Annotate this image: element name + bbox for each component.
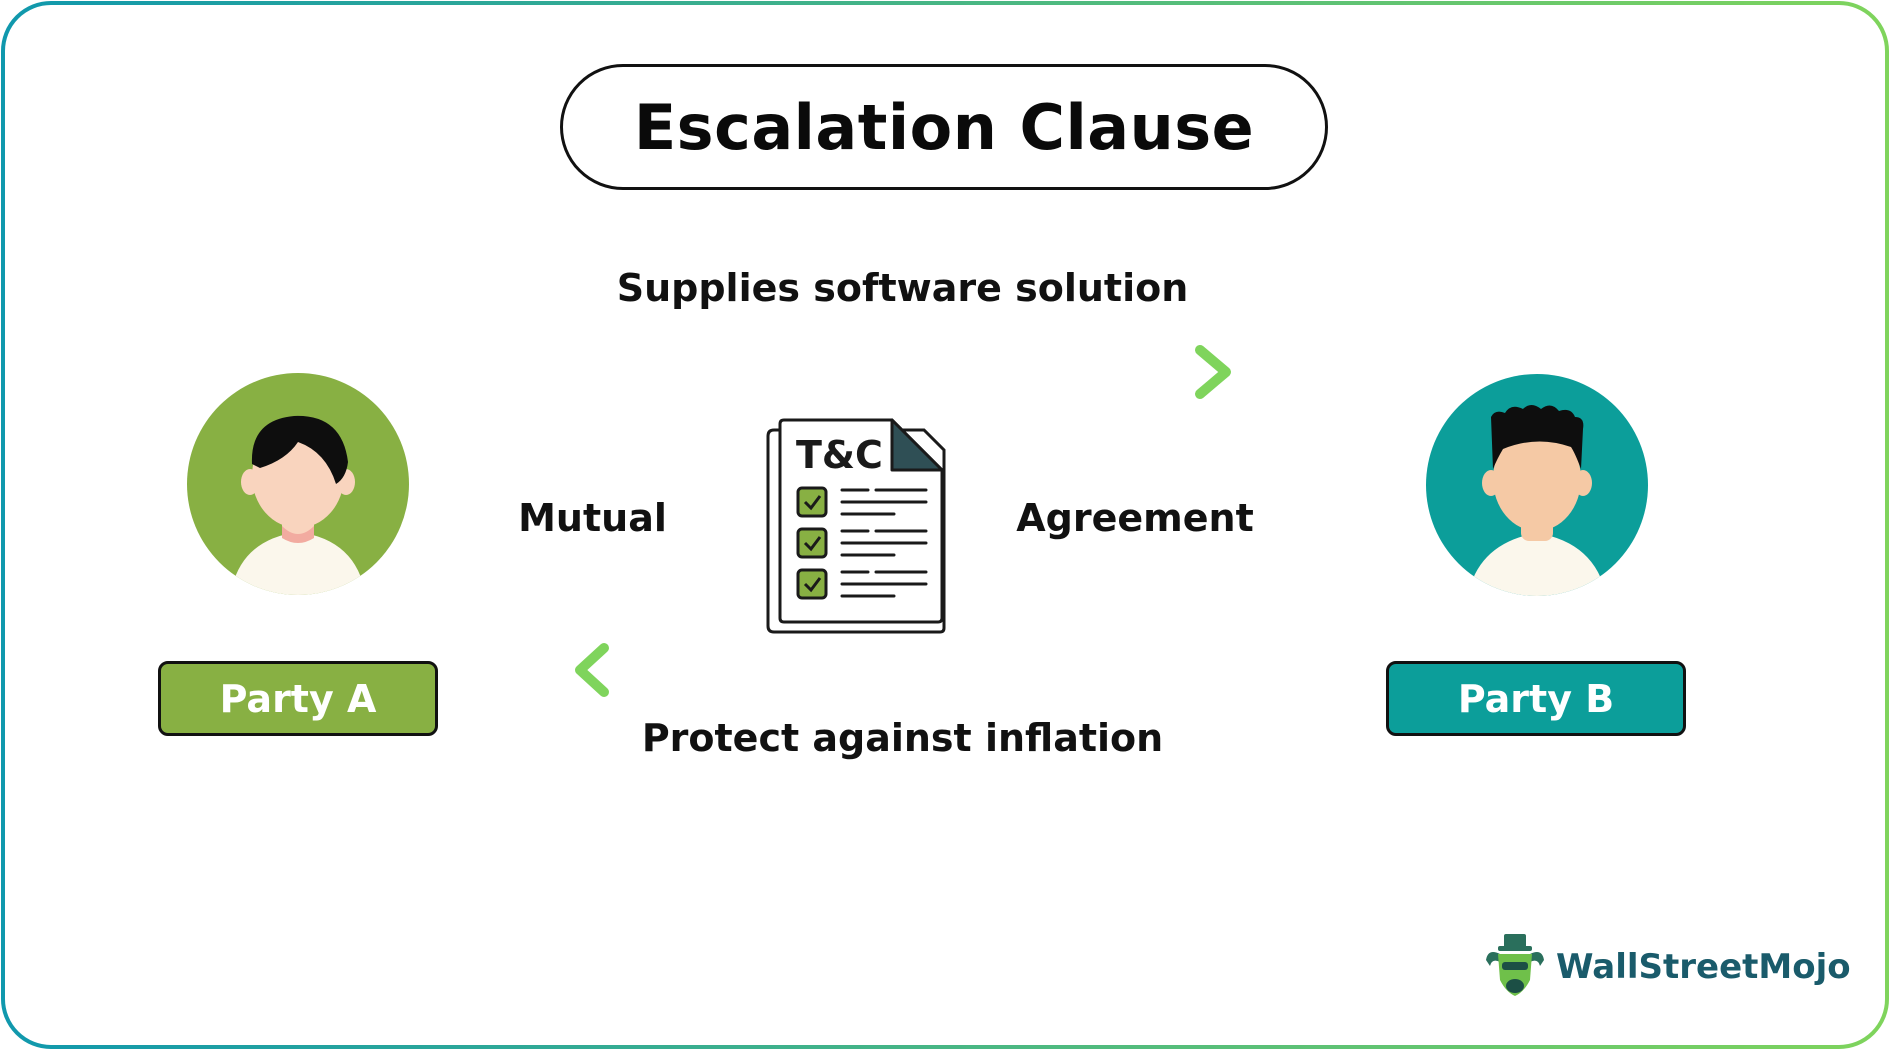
document-text-lines <box>840 488 928 598</box>
party-b-badge: Party B <box>1386 661 1686 736</box>
top-arrow-label: Supplies software solution <box>616 266 1189 310</box>
checklist <box>796 486 828 600</box>
terms-and-conditions-document-icon: T&C <box>766 418 946 634</box>
top-arrow <box>570 345 1231 399</box>
mutual-label: Mutual <box>518 496 667 540</box>
party-a-label: Party A <box>219 676 377 721</box>
bull-mascot-icon <box>1486 934 1544 996</box>
bottom-arrow <box>575 643 1235 697</box>
person-female-icon <box>187 373 409 595</box>
logo-text: WallStreetMojo <box>1556 947 1851 987</box>
wallstreetmojo-logo: WallStreetMojo <box>1480 932 1851 1002</box>
title-pill: Escalation Clause <box>560 64 1328 190</box>
bottom-arrow-label: Protect against inflation <box>641 716 1164 760</box>
party-a-badge: Party A <box>158 661 438 736</box>
agreement-label: Agreement <box>1016 496 1254 540</box>
diagram-title: Escalation Clause <box>633 90 1255 164</box>
person-male-icon <box>1426 374 1648 596</box>
party-b-label: Party B <box>1457 676 1615 721</box>
document-heading: T&C <box>796 433 883 477</box>
